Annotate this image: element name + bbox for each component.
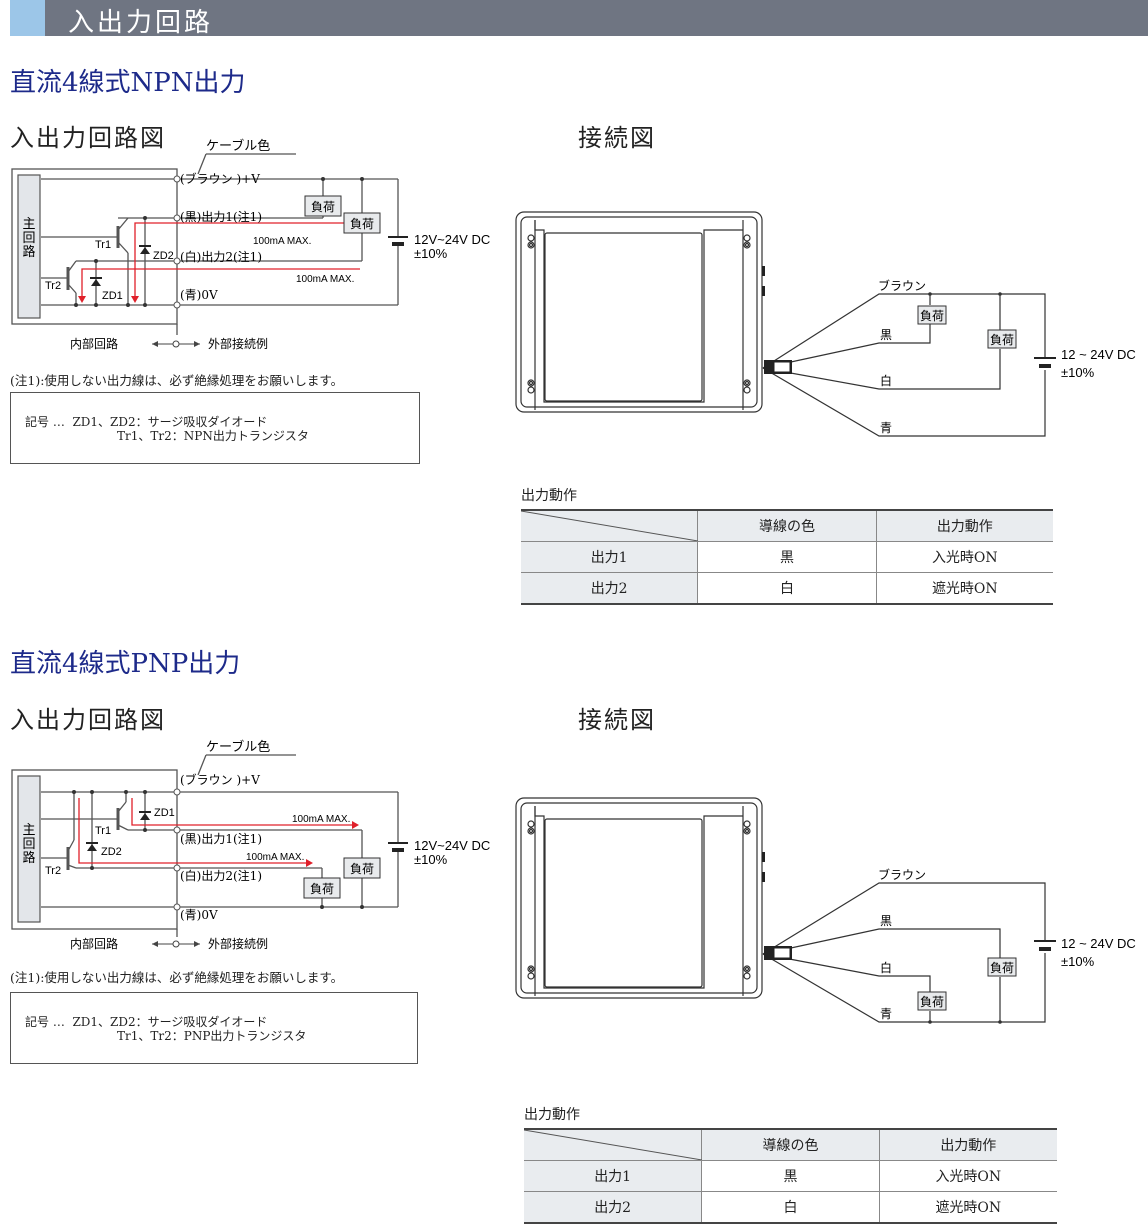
load-1: 負荷 [350, 862, 374, 876]
conn-supply-voltage: 12 ~ 24V DC [1061, 936, 1136, 951]
table-header-row: 導線の色 出力動作 [524, 1128, 1057, 1161]
conn-load-1: 負荷 [920, 309, 944, 323]
load-2: 負荷 [350, 217, 374, 231]
conn-load-1: 負荷 [920, 995, 944, 1009]
main-circuit-block [17, 174, 41, 319]
zd1-label: ZD1 [154, 807, 175, 819]
banner-title: 入出力回路 [68, 8, 214, 38]
external-connection-label: 外部接続例 [208, 936, 268, 951]
svg-text:路: 路 [22, 850, 35, 866]
npn-circuit-title: 入出力回路図 [10, 124, 166, 152]
npn-connection-title: 接続図 [578, 124, 656, 152]
current-path-1 [134, 222, 360, 298]
conn-blue: 青 [880, 421, 892, 435]
table-corner-cell [521, 509, 699, 542]
banner-accent [10, 0, 45, 36]
svg-text:回: 回 [22, 231, 35, 246]
section-banner [10, 0, 1148, 36]
supply-voltage: 12V~24V DC [414, 232, 490, 247]
header-output-operation: 出力動作 [875, 509, 1053, 542]
table-header-row: 導線の色 出力動作 [521, 509, 1053, 542]
pnp-footnote: (注1):使用しない出力線は、必ず絶縁処理をお願いします。 [10, 970, 344, 985]
cable-color-label: ケーブル色 [206, 138, 270, 154]
svg-text:路: 路 [22, 244, 35, 260]
wire-blue-label: (青)0V [180, 908, 218, 922]
pnp-output-table: 導線の色 出力動作 出力1 黒 入光時ON 出力2 白 遮光時ON [524, 1128, 1057, 1224]
sensor-body [515, 211, 763, 413]
pnp-circuit-diagram: ケーブル色 (ブラウン )+V (黒)出力1(注1) (白)出力2(注1) (青… [11, 739, 490, 951]
pnp-table-label: 出力動作 [524, 1107, 580, 1123]
wire-black-label: (黒)出力1(注1) [180, 209, 262, 224]
max-current-1: 100mA MAX. [253, 236, 311, 247]
npn-table-label: 出力動作 [521, 488, 577, 504]
max-current-2: 100mA MAX. [296, 274, 354, 285]
load-1: 負荷 [311, 200, 335, 214]
svg-text:主: 主 [22, 217, 35, 232]
conn-white: 白 [880, 960, 892, 975]
conn-supply-tolerance: ±10% [1061, 365, 1095, 380]
header-wire-color: 導線の色 [701, 1128, 880, 1161]
conn-brown: ブラウン [878, 867, 926, 882]
npn-circuit-diagram: ケーブル色 (ブラウン )+V (黒)出力1(注1) (白)出力2(注1) (青… [11, 138, 490, 351]
wire-brown-label: (ブラウン )+V [180, 171, 260, 186]
npn-output-table: 導線の色 出力動作 出力1 黒 入光時ON 出力2 白 遮光時ON [521, 509, 1053, 605]
cable-color-label: ケーブル色 [206, 739, 270, 755]
wire-white-label: (白)出力2(注1) [180, 868, 262, 883]
table-row: 出力2 白 遮光時ON [524, 1191, 1057, 1224]
conn-blue: 青 [880, 1007, 892, 1021]
pnp-connection-title: 接続図 [578, 706, 656, 734]
zd2-label: ZD2 [101, 846, 122, 858]
pnp-legend-box: 記号 … ZD1、ZD2：サージ吸収ダイオード Tr1、Tr2：PNP出力トラン… [10, 992, 418, 1064]
table-row: 出力1 黒 入光時ON [521, 541, 1053, 573]
npn-footnote: (注1):使用しない出力線は、必ず絶縁処理をお願いします。 [10, 373, 344, 388]
table-row: 出力2 白 遮光時ON [521, 572, 1053, 605]
max-current-2: 100mA MAX. [246, 852, 304, 863]
supply-tolerance: ±10% [414, 852, 448, 867]
max-current-1: 100mA MAX. [292, 814, 350, 825]
conn-supply-voltage: 12 ~ 24V DC [1061, 347, 1136, 362]
zd1-label: ZD1 [102, 290, 123, 302]
internal-circuit-label: 内部回路 [70, 936, 118, 951]
supply-tolerance: ±10% [414, 246, 448, 261]
npn-legend-box: 記号 … ZD1、ZD2：サージ吸収ダイオード Tr1、Tr2：NPN出力トラン… [10, 392, 420, 464]
npn-section-title: 直流4線式NPN出力 [10, 68, 246, 98]
conn-load-2: 負荷 [990, 333, 1014, 347]
pnp-legend-line-1: 記号 … ZD1、ZD2：サージ吸収ダイオード [25, 1015, 268, 1029]
tr2-label: Tr2 [45, 280, 61, 292]
npn-legend-line-2: Tr1、Tr2：NPN出力トランジスタ [117, 429, 309, 443]
table-corner-cell [524, 1128, 703, 1161]
tr1-label: Tr1 [95, 825, 111, 837]
supply-voltage: 12V~24V DC [414, 838, 490, 853]
conn-white: 白 [880, 373, 892, 388]
header-wire-color: 導線の色 [697, 509, 877, 542]
wire-brown-label: (ブラウン )+V [180, 772, 260, 787]
table-row: 出力1 黒 入光時ON [524, 1160, 1057, 1192]
wire-white-label: (白)出力2(注1) [180, 249, 262, 264]
pnp-connection-diagram: ブラウン 黒 白 青 負荷 負荷 12 ~ 24V DC ±10% [515, 797, 1136, 1024]
pnp-section-title: 直流4線式PNP出力 [10, 649, 241, 679]
current-path-2 [81, 268, 360, 298]
pnp-circuit-title: 入出力回路図 [10, 706, 166, 734]
internal-circuit-box [11, 168, 178, 325]
zd2-label: ZD2 [153, 250, 174, 262]
external-connection-label: 外部接続例 [208, 336, 268, 351]
npn-connection-diagram: ブラウン 黒 白 青 負荷 負荷 12 ~ 24V DC ±10% [515, 211, 1136, 437]
svg-text:回: 回 [22, 837, 35, 852]
pnp-legend-line-2: Tr1、Tr2：PNP出力トランジスタ [117, 1029, 307, 1043]
header-output-operation: 出力動作 [878, 1128, 1057, 1161]
internal-circuit-label: 内部回路 [70, 336, 118, 351]
wire-black-label: (黒)出力1(注1) [180, 831, 262, 846]
svg-text:主: 主 [22, 823, 35, 838]
tr2-label: Tr2 [45, 865, 61, 877]
conn-black: 黒 [880, 328, 892, 342]
npn-legend-line-1: 記号 … ZD1、ZD2：サージ吸収ダイオード [25, 415, 268, 429]
conn-black: 黒 [880, 914, 892, 928]
load-2: 負荷 [310, 882, 334, 896]
conn-brown: ブラウン [878, 278, 926, 293]
tr1-label: Tr1 [95, 239, 111, 251]
conn-load-2: 負荷 [990, 961, 1014, 975]
wire-blue-label: (青)0V [180, 288, 218, 302]
conn-supply-tolerance: ±10% [1061, 954, 1095, 969]
